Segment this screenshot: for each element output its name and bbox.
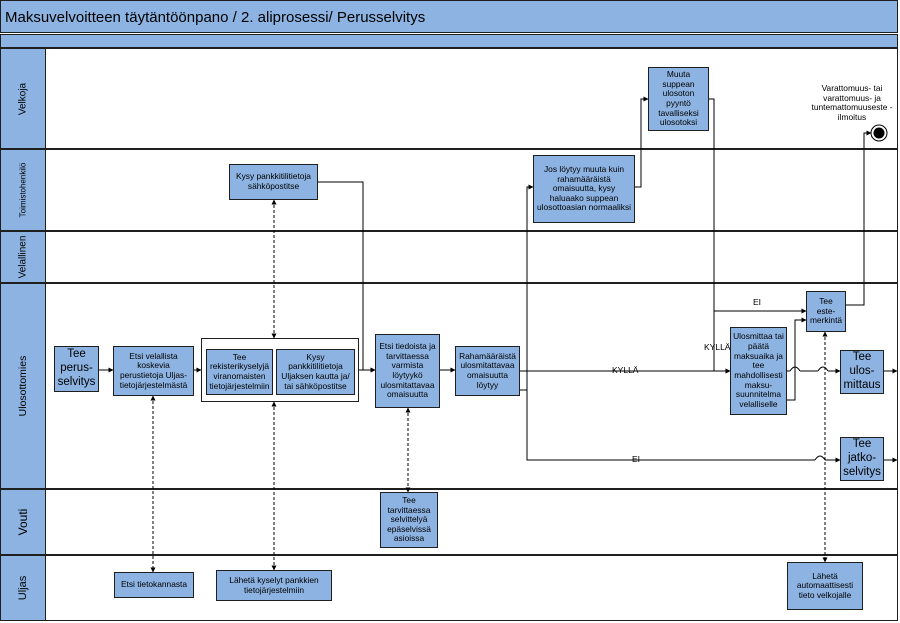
task-etsi-tietokannasta: Etsi tietokannasta xyxy=(114,572,194,598)
task-tee-rekisterikyselyja-label: Tee rekisterikyselyjä viranomaisten tiet… xyxy=(209,351,270,391)
task-rahamaaraista: Rahamääräistä ulosmitattavaa omaisuutta … xyxy=(455,346,520,396)
lane-velallinen xyxy=(46,231,898,283)
flow-muuta-to-ulosmittaa xyxy=(709,98,731,374)
lane-label-toimistohenkilo: Toimistohenkilö xyxy=(0,149,46,231)
task-muuta-suppean: Muuta suppean ulosoton pyyntö tavallisek… xyxy=(648,67,709,131)
task-tee-tarvittaessa-label: Tee tarvittaessa selvittelyä epäselvissä… xyxy=(387,494,431,544)
task-laheta-automaattisesti: Lähetä automaattisesti tieto velkojalle xyxy=(787,562,863,610)
task-tee-estemerkinta-label: Tee este-merkintä xyxy=(809,296,843,326)
task-rahamaaraista-label: Rahamääräistä ulosmitattavaa omaisuutta … xyxy=(459,350,516,390)
header-subbar xyxy=(0,34,898,48)
flow-estemerkinta-to-end xyxy=(846,130,872,306)
edge-label-ei-bottom: EI xyxy=(632,454,641,464)
task-tee-perusselvitys-label: Tee perus-selvitys xyxy=(57,348,96,388)
task-kysy-pankkitilitietoja-uljas: Kysy pankkitilitietoja Uljaksen kautta j… xyxy=(276,349,355,395)
task-laheta-kyselyt-label: Lähetä kyselyt pankkien tietojärjestelmi… xyxy=(229,574,319,595)
task-etsi-tietokannasta-label: Etsi tietokannasta xyxy=(120,579,188,590)
lane-label-velallinen: Velallinen xyxy=(0,231,46,283)
task-tee-ulosmittaus: Tee ulos-mittaus xyxy=(840,350,884,394)
task-tee-jatkoselvitys: Tee jatko-selvitys xyxy=(840,437,884,481)
task-jos-loytyy-label: Jos löytyy muuta kuin rahamääräistä omai… xyxy=(536,163,632,213)
task-tee-rekisterikyselyja: Tee rekisterikyselyjä viranomaisten tiet… xyxy=(206,349,273,395)
lane-toimistohenkilo xyxy=(46,149,898,231)
task-ulosmittaa-label: Ulosmittaa tai päätä maksuaika ja tee ma… xyxy=(733,331,784,409)
task-etsi-tiedoista-label: Etsi tiedoista ja tarvittaessa varmista … xyxy=(379,341,436,400)
task-jos-loytyy: Jos löytyy muuta kuin rahamääräistä omai… xyxy=(533,155,635,223)
flow-sahkoposti-to-etsi-tiedoista xyxy=(318,181,376,373)
task-tee-perusselvitys: Tee perus-selvitys xyxy=(54,346,99,392)
task-laheta-automaattisesti-label: Lähetä automaattisesti tieto velkojalle xyxy=(796,570,854,600)
lane-label-vouti: Vouti xyxy=(0,489,46,555)
task-muuta-suppean-label: Muuta suppean ulosoton pyyntö tavallisek… xyxy=(658,69,699,128)
end-event-label: Varattomuus- tai varattomuus- ja tuntema… xyxy=(811,83,893,122)
edge-label-kylla-left: KYLLÄ xyxy=(704,342,731,352)
lane-vouti xyxy=(46,489,898,555)
edge-label-kylla-mid: KYLLÄ xyxy=(612,365,639,375)
flow-ei-to-jatkoselvitys xyxy=(520,389,815,461)
flow-ulosmittaa-side-to-estemerkinta xyxy=(787,317,807,401)
task-etsi-tiedoista: Etsi tiedoista ja tarvittaessa varmista … xyxy=(375,334,440,408)
edge-label-ei-top: EI xyxy=(753,297,762,307)
flow-kylla-to-jos-loytyy xyxy=(526,184,534,390)
task-laheta-kyselyt: Lähetä kyselyt pankkien tietojärjestelmi… xyxy=(216,570,332,601)
flow-ei-jump xyxy=(814,455,826,461)
task-etsi-velallista: Etsi velallista koskevia perustietoja Ul… xyxy=(113,346,194,396)
lane-label-velkoja: Velkoja xyxy=(0,48,46,149)
task-kysy-pankkitilitietoja-sahkoposti: Kysy pankkitilitietoja sähköpostitse xyxy=(229,164,318,200)
task-etsi-velallista-label: Etsi velallista koskevia perustietoja Ul… xyxy=(119,350,188,390)
diagram-title-bar: Maksuvelvoitteen täytäntöönpano / 2. ali… xyxy=(0,0,898,33)
task-tee-ulosmittaus-label: Tee ulos-mittaus xyxy=(843,351,881,391)
lane-label-ulosottomies: Ulosottomies xyxy=(0,283,46,489)
task-kysy-pankkitilitietoja-uljas-label: Kysy pankkitilitietoja Uljaksen kautta j… xyxy=(281,351,350,391)
task-tee-estemerkinta: Tee este-merkintä xyxy=(806,291,846,332)
lane-label-uljas: Uljas xyxy=(0,555,46,621)
flow-ulosmittaa-jump2 xyxy=(817,366,829,372)
task-kysy-pankkitilitietoja-sahkoposti-label: Kysy pankkitilitietoja sähköpostitse xyxy=(236,171,311,191)
diagram-title: Maksuvelvoitteen täytäntöönpano / 2. ali… xyxy=(5,9,426,26)
task-tee-jatkoselvitys-label: Tee jatko-selvitys xyxy=(843,438,881,478)
end-event-inner xyxy=(873,127,885,139)
task-tee-tarvittaessa: Tee tarvittaessa selvittelyä epäselvissä… xyxy=(380,492,438,548)
lane-velkoja xyxy=(46,48,898,149)
flow-jos-loytyy-to-muuta xyxy=(635,96,649,188)
task-ulosmittaa: Ulosmittaa tai päätä maksuaika ja tee ma… xyxy=(730,327,787,415)
